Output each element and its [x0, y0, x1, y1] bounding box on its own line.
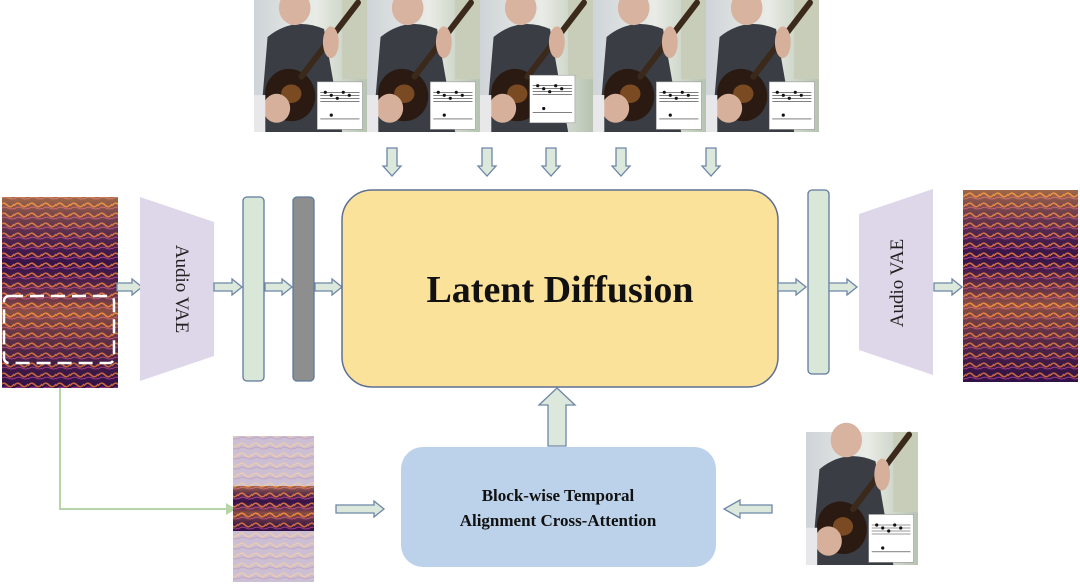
guitar-player-frame-icon [806, 422, 918, 565]
audio-vae-encoder-label: Audio VAE [171, 245, 192, 334]
audio-vae-decoder: Audio VAE [859, 189, 933, 375]
skip-connection [59, 388, 236, 515]
arrow-decoder-to-spec [933, 277, 964, 297]
guitar-player-frame-icon [367, 0, 480, 133]
sheet-music-icon [768, 81, 815, 130]
sheet-music-icon [429, 81, 476, 130]
down-arrow-icon [540, 147, 562, 177]
arrow-noise-to-diffusion [314, 277, 344, 297]
reference-video-frame [806, 422, 918, 565]
guitar-player-frame-icon [706, 0, 819, 133]
arrow-spec-to-encoder [116, 277, 144, 297]
masked-region [2, 294, 116, 365]
latent-token-output [807, 189, 830, 375]
audio-vae-decoder-label: Audio VAE [887, 239, 908, 328]
guitar-player-frame-icon [593, 0, 706, 133]
guitar-player-frame-icon [480, 0, 593, 133]
cross-attention-label-line2: Alignment Cross-Attention [460, 511, 657, 530]
input-spectrogram [2, 197, 118, 388]
down-arrow-icon [700, 147, 722, 177]
guitar-player-frame-icon [254, 0, 367, 133]
latent-token-input [242, 196, 265, 382]
latent-diffusion-label: Latent Diffusion [426, 269, 693, 311]
arrow-output-latent-to-decoder [828, 277, 859, 297]
sheet-music-icon [529, 74, 576, 124]
cross-attention-label-line1: Block-wise Temporal [482, 486, 635, 505]
arrow-frame-to-attention [722, 498, 773, 520]
sheet-music-icon [655, 81, 702, 130]
down-arrow-icon [476, 147, 498, 177]
frame-condition-arrows [381, 147, 722, 177]
audio-vae-encoder: Audio VAE [140, 197, 214, 381]
latent-token-masked [292, 196, 315, 382]
sheet-music-icon [316, 81, 363, 130]
arrow-diffusion-to-output-latent [777, 277, 808, 297]
cross-attention-block: Block-wise Temporal Alignment Cross-Atte… [401, 447, 716, 567]
sheet-music-icon [868, 514, 914, 563]
down-arrow-icon [381, 147, 403, 177]
down-arrow-icon [610, 147, 632, 177]
latent-diffusion-block: Latent Diffusion [341, 189, 779, 388]
arrow-encoder-to-latent [213, 277, 244, 297]
arrow-attention-to-diffusion [537, 387, 577, 447]
video-frames-strip [254, 0, 819, 133]
arrow-segment-to-attention [335, 499, 386, 519]
reference-spectrogram-segment [233, 436, 314, 582]
arrow-latent-to-noise [264, 277, 294, 297]
output-spectrogram [963, 190, 1078, 382]
